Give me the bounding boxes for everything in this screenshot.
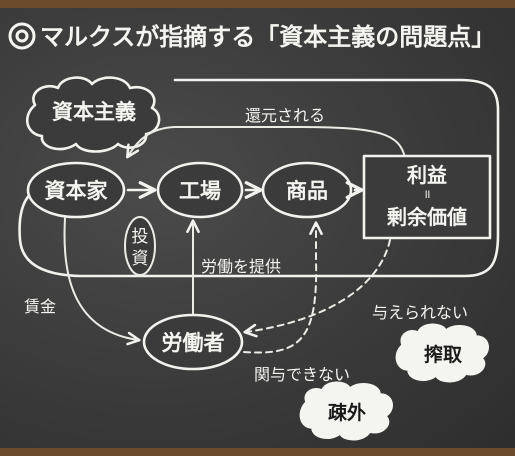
capitalist-node: 資本家 xyxy=(26,161,126,219)
alienation-badge: 疎外 xyxy=(299,381,393,441)
board-frame-top xyxy=(0,0,515,8)
provide-labor-label: 労働を提供 xyxy=(201,257,281,276)
not-involved-arrow xyxy=(243,221,323,354)
capitalist-label: 資本家 xyxy=(45,179,109,203)
profit-label: 利益 xyxy=(407,163,447,187)
product-node: 商品 xyxy=(261,161,353,219)
wages-arrow xyxy=(63,217,141,346)
capitalism-cloud: 資本主義 xyxy=(25,76,161,153)
wages-label: 賃金 xyxy=(24,297,56,316)
equals-mark: ॥ xyxy=(423,187,430,201)
exploitation-badge: 搾取 xyxy=(395,323,489,383)
not-given-arrow xyxy=(243,239,391,338)
exploitation-label: 搾取 xyxy=(424,343,462,366)
return-arrow xyxy=(125,126,406,159)
double-circle-icon xyxy=(8,22,36,50)
product-label: 商品 xyxy=(286,179,328,203)
capitalism-label: 資本主義 xyxy=(52,100,136,124)
investment-char-2: 資 xyxy=(132,249,149,269)
board-frame-bottom xyxy=(0,448,515,456)
investment-tag: 投 資 xyxy=(124,216,156,276)
factory-label: 工場 xyxy=(179,179,221,203)
title-bar: マルクスが指摘する「資本主義の問題点」 xyxy=(8,22,495,51)
returned-label: 還元される xyxy=(245,106,325,125)
title-text: マルクスが指摘する「資本主義の問題点」 xyxy=(40,23,495,51)
outer-return-loop xyxy=(18,78,500,278)
profit-box: 利益 ॥ 剰余価値 xyxy=(362,154,492,240)
alienation-label: 疎外 xyxy=(328,401,366,424)
surplus-value-label: 剰余価値 xyxy=(386,205,467,229)
investment-char-1: 投 xyxy=(132,227,149,247)
not-involved-label: 関与できない xyxy=(254,365,350,384)
not-given-label: 与えられない xyxy=(372,303,468,322)
worker-node: 労働者 xyxy=(142,313,244,371)
factory-node: 工場 xyxy=(156,161,244,219)
worker-label: 労働者 xyxy=(162,331,225,355)
